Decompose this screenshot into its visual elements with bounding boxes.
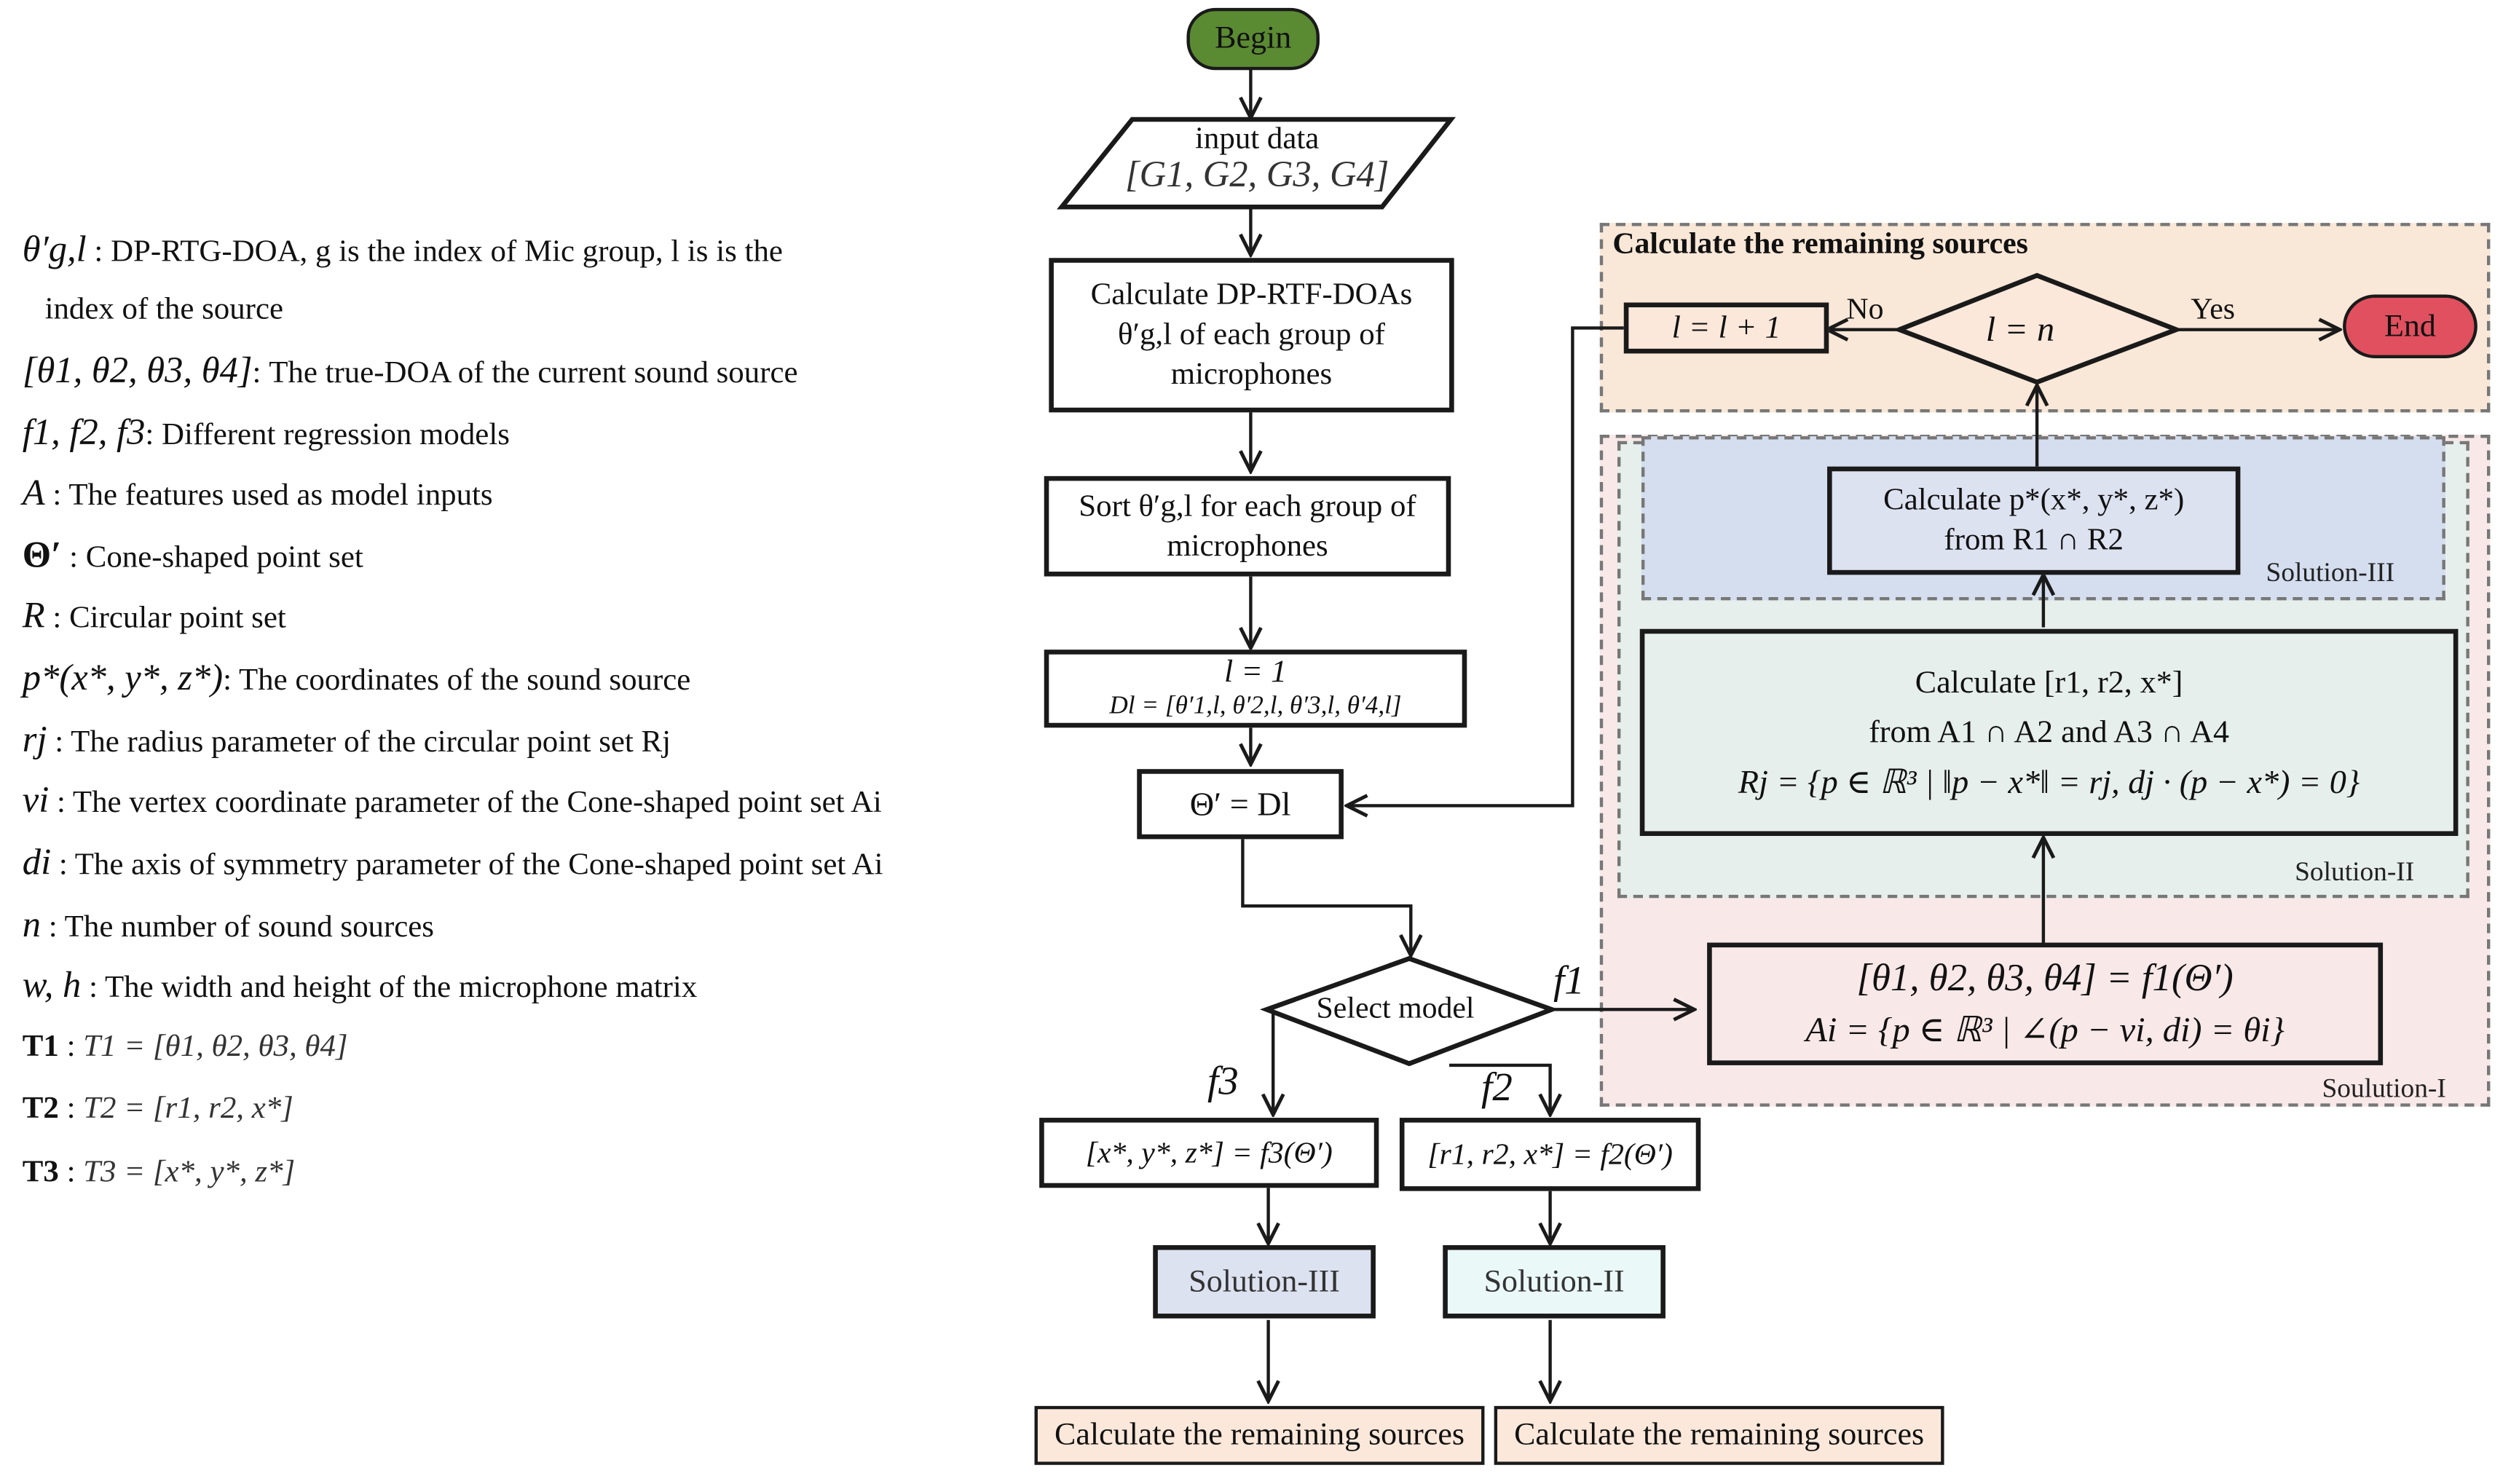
legend-item: rj : The radius parameter of the circula…	[22, 719, 671, 760]
f3-equation-box: [x*, y*, z*] = f3(Θ′)	[1039, 1118, 1379, 1188]
solution-3-box: Solution-III	[1153, 1244, 1376, 1319]
f2-equation-box: [r1, r2, x*] = f2(Θ′)	[1399, 1118, 1701, 1191]
remaining-sources-right: Calculate the remaining sources	[1494, 1405, 1944, 1465]
legend-item: w, h : The width and height of the micro…	[22, 965, 698, 1005]
no-label: No	[1846, 293, 1884, 327]
f2-label: f2	[1481, 1067, 1513, 1110]
init-box: l = 1 Dl = [θ′1,l, θ′2,l, θ′3,l, θ′4,l]	[1044, 650, 1467, 728]
sort-doa-box: Sort θ′g,l for each group of microphones	[1044, 475, 1451, 577]
legend-item: T3 : T3 = [x*, y*, z*]	[22, 1156, 296, 1190]
legend-item: di : The axis of symmetry parameter of t…	[22, 842, 883, 883]
legend-item: p*(x*, y*, z*): The coordinates of the s…	[22, 658, 691, 698]
legend-item: f1, f2, f3: Different regression models	[22, 412, 510, 453]
f1-label: f1	[1553, 960, 1585, 1003]
f3-label: f3	[1207, 1060, 1239, 1104]
solution-1-label: Soulution-I	[2322, 1073, 2446, 1104]
arrow-theta-select	[1241, 839, 1411, 955]
input-data-shape	[1057, 117, 1456, 210]
theta-assign-box: Θ′ = Dl	[1137, 769, 1344, 840]
legend-item: index of the source	[44, 293, 284, 327]
legend-item: Θ′ : Cone-shaped point set	[22, 534, 363, 575]
calculate-doa-box: Calculate DP-RTF-DOAs θ′g,l of each grou…	[1049, 258, 1454, 413]
end-node: End	[2343, 294, 2478, 359]
solution-3-label: Solution-III	[2266, 557, 2395, 588]
decision-diamond	[1892, 272, 2183, 385]
select-model-diamond	[1259, 955, 1559, 1067]
yes-label: Yes	[2191, 293, 2236, 327]
solution-3-calc-box: Calculate p*(x*, y*, z*) from R1 ∩ R2	[1827, 466, 2241, 575]
remaining-sources-panel-title: Calculate the remaining sources	[1612, 227, 2028, 261]
legend-item: R : Circular point set	[22, 595, 286, 636]
legend-item: vi : The vertex coordinate parameter of …	[22, 780, 882, 821]
legend-item: T2 : T2 = [r1, r2, x*]	[22, 1092, 293, 1126]
input-data-label: input data [G1, G2, G3, G4]	[1124, 122, 1389, 194]
solution-1-calc-box: [θ1, θ2, θ3, θ4] = f1(Θ′) Ai = {p ∈ ℝ³ |…	[1707, 942, 2384, 1065]
arrow-increment-theta	[1347, 326, 1624, 805]
solution-2-label: Solution-II	[2295, 856, 2415, 887]
legend-item: [θ1, θ2, θ3, θ4]: The true-DOA of the cu…	[22, 350, 798, 390]
select-model-label: Select model	[1316, 992, 1475, 1026]
legend-item: n : The number of sound sources	[22, 904, 434, 944]
legend-item: A : The features used as model inputs	[22, 473, 493, 513]
increment-box: l = l + 1	[1623, 302, 1829, 354]
solution-2-calc-box: Calculate [r1, r2, x*] from A1 ∩ A2 and …	[1639, 628, 2459, 837]
remaining-sources-left: Calculate the remaining sources	[1034, 1405, 1485, 1465]
arrow-f2	[1449, 1063, 1550, 1115]
begin-node: Begin	[1186, 7, 1320, 71]
legend-item: T1 : T1 = [θ1, θ2, θ3, θ4]	[22, 1030, 348, 1064]
decision-label: l = n	[1985, 309, 2055, 349]
legend-item: θ′g,l : DP-RTG-DOA, g is the index of Mi…	[22, 229, 783, 269]
solution-2-box: Solution-II	[1443, 1244, 1666, 1319]
